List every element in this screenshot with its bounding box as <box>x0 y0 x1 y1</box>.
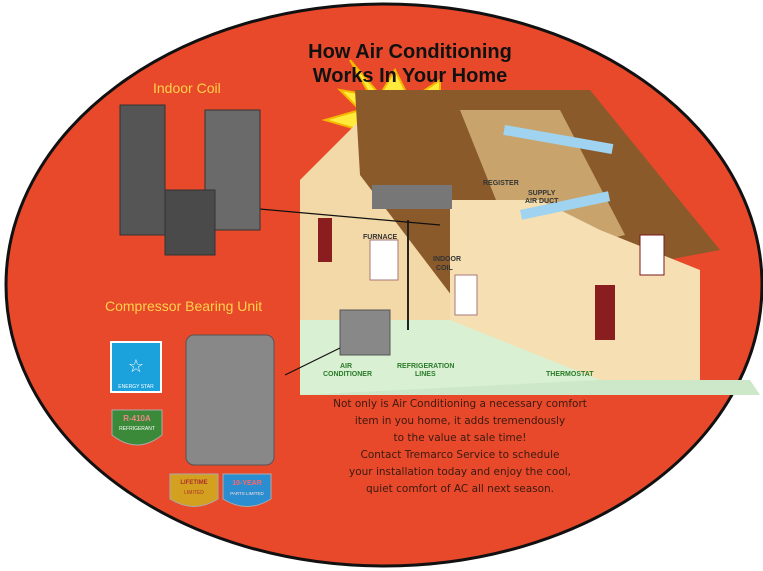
promo-line: item in you home, it adds tremendously <box>354 415 566 427</box>
promo-line: Not only is Air Conditioning a necessary… <box>333 398 587 410</box>
lifetime-warranty-badge: LIFETIME LIMITED <box>169 473 219 507</box>
label-ac-1: AIR <box>340 363 352 370</box>
label-refrigeration-2: LINES <box>415 371 436 378</box>
ten-year-warranty-badge: 10-YEAR PARTS LIMITED <box>222 473 272 507</box>
promo-text: Not only is Air Conditioning a necessary… <box>300 396 620 498</box>
lifetime-limited-text: LIMITED <box>184 490 204 496</box>
promo-line: Contact Tremarco Service to schedule <box>360 449 560 461</box>
compressor-unit <box>185 334 275 466</box>
r410a-badge: R-410A REFRIGERANT <box>111 409 163 446</box>
air-conditioner-unit <box>339 309 391 356</box>
energy-star-badge: ENERGY STAR ☆ <box>110 341 162 393</box>
compressor-label: Compressor Bearing Unit <box>105 298 263 314</box>
furnace-unit <box>372 185 452 209</box>
label-ac-2: CONDITIONER <box>323 371 372 378</box>
energy-star-text: ENERGY STAR <box>118 384 154 390</box>
star-icon: ☆ <box>128 356 144 376</box>
page-title: How Air Conditioning Works In Your Home <box>260 40 560 88</box>
ten-year-text: 10-YEAR <box>232 480 262 487</box>
label-thermostat: THERMOSTAT <box>546 371 594 378</box>
indoor-coil-products <box>119 104 261 256</box>
promo-line: quiet comfort of AC all next season. <box>365 483 555 495</box>
label-indoor-2: COIL <box>436 265 453 272</box>
label-indoor-1: INDOOR <box>433 256 461 263</box>
promo-line: your installation today and enjoy the co… <box>349 466 571 478</box>
front-door <box>595 285 615 340</box>
label-supply-1: SUPPLY <box>528 190 556 197</box>
label-furnace: FURNACE <box>363 234 398 241</box>
title-line-1: How Air Conditioning <box>308 41 512 63</box>
r410a-text: R-410A <box>123 414 151 423</box>
label-register: REGISTER <box>483 180 519 187</box>
title-line-2: Works In Your Home <box>312 65 508 87</box>
house-cutaway: REGISTER SUPPLY AIR DUCT FURNACE INDOOR … <box>214 90 760 395</box>
arrow-compressor <box>284 347 341 376</box>
label-supply-2: AIR DUCT <box>525 198 559 205</box>
indoor-coil-label: Indoor Coil <box>153 80 221 96</box>
window <box>369 239 399 281</box>
parts-limited-text: PARTS LIMITED <box>230 491 264 496</box>
lifetime-text: LIFETIME <box>180 480 207 486</box>
refrigerant-text: REFRIGERANT <box>119 426 155 432</box>
promo-line: to the value at sale time! <box>393 432 527 444</box>
label-refrigeration-1: REFRIGERATION <box>397 363 454 370</box>
window <box>454 274 478 316</box>
